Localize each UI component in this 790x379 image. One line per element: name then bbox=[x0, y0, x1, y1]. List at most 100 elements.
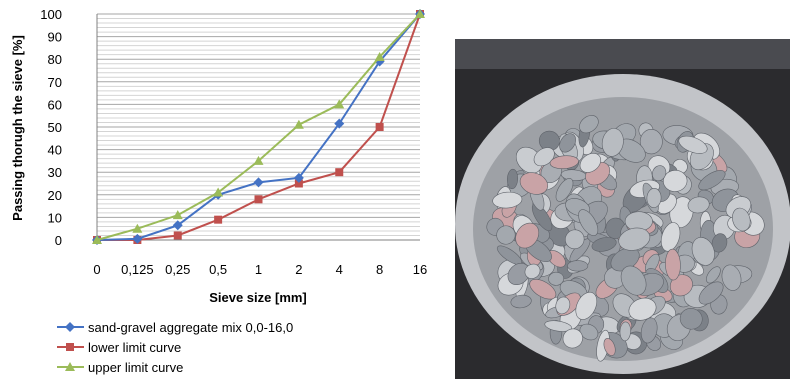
data-point bbox=[92, 235, 102, 244]
x-tick-label: 0,125 bbox=[121, 262, 154, 277]
legend-label: upper limit curve bbox=[88, 360, 183, 375]
y-tick-label: 70 bbox=[48, 75, 62, 90]
gravel-stones bbox=[486, 115, 765, 362]
data-point bbox=[132, 233, 143, 244]
gravel-stone bbox=[603, 338, 616, 356]
y-tick-label: 20 bbox=[48, 188, 62, 203]
gravel-stone bbox=[575, 291, 598, 320]
gravel-stone bbox=[529, 279, 557, 300]
data-point bbox=[253, 177, 264, 188]
y-axis-title: Passing thorugh the sieve [%] bbox=[10, 35, 25, 221]
x-tick-label: 0,25 bbox=[165, 262, 190, 277]
gravel-stone bbox=[721, 264, 742, 291]
gravel-stone bbox=[559, 133, 576, 153]
y-tick-label: 60 bbox=[48, 97, 62, 112]
gravel-stone bbox=[555, 178, 574, 202]
data-point bbox=[375, 123, 384, 131]
gravel-stone bbox=[519, 172, 549, 195]
data-point bbox=[65, 362, 75, 371]
legend: sand-gravel aggregate mix 0,0-16,0 lower … bbox=[57, 320, 293, 375]
photo-table-edge bbox=[455, 39, 790, 69]
data-point bbox=[173, 231, 182, 240]
gravel-stone bbox=[567, 260, 589, 272]
gravel-stone bbox=[687, 196, 710, 214]
gravel-stone bbox=[711, 233, 728, 253]
gravel-stone bbox=[678, 135, 708, 154]
x-tick-label: 8 bbox=[376, 262, 383, 277]
gravel-stone bbox=[510, 294, 532, 309]
gravel-stone bbox=[639, 129, 663, 155]
gravel-stone bbox=[691, 237, 715, 266]
y-tick-label: 90 bbox=[48, 30, 62, 45]
gravel-stone bbox=[620, 265, 647, 296]
x-tick-label: 2 bbox=[295, 262, 302, 277]
gravel-stone bbox=[548, 271, 564, 286]
x-tick-label: 1 bbox=[255, 262, 262, 277]
axes bbox=[96, 14, 420, 241]
gravel-stone bbox=[652, 165, 667, 182]
data-point bbox=[132, 223, 143, 233]
data-point bbox=[172, 210, 183, 220]
series-lines bbox=[92, 9, 425, 245]
legend-item: upper limit curve bbox=[57, 360, 183, 375]
gravel-stone bbox=[496, 225, 516, 245]
data-point bbox=[253, 155, 264, 165]
gravel-stone bbox=[660, 222, 681, 252]
y-tick-label: 0 bbox=[55, 233, 62, 248]
legend-item: sand-gravel aggregate mix 0,0-16,0 bbox=[57, 320, 293, 335]
legend-label: lower limit curve bbox=[88, 340, 181, 355]
gravel-stone bbox=[533, 147, 555, 167]
y-tick-label: 40 bbox=[48, 143, 62, 158]
data-point bbox=[334, 118, 345, 129]
y-tick-label: 80 bbox=[48, 52, 62, 67]
x-axis-title: Sieve size [mm] bbox=[209, 290, 307, 305]
gravel-stone bbox=[665, 248, 681, 281]
gravel-stone bbox=[628, 297, 657, 321]
data-point bbox=[374, 51, 385, 61]
data-point bbox=[415, 9, 425, 18]
gravel-stone bbox=[562, 328, 583, 349]
gravel-stone bbox=[578, 209, 599, 236]
gravel-stone bbox=[549, 155, 579, 169]
data-point bbox=[65, 322, 75, 332]
data-point bbox=[293, 172, 304, 183]
gravel-stone bbox=[515, 222, 540, 249]
data-point bbox=[172, 220, 183, 231]
data-point bbox=[66, 343, 74, 351]
legend-label: sand-gravel aggregate mix 0,0-16,0 bbox=[88, 320, 293, 335]
gravel-stone bbox=[555, 296, 571, 315]
gravel-stone bbox=[591, 237, 617, 252]
data-point bbox=[254, 195, 263, 204]
data-point bbox=[294, 179, 303, 188]
data-point bbox=[293, 119, 304, 129]
gravel-stone bbox=[579, 153, 602, 173]
gravel-stone bbox=[544, 320, 572, 332]
data-point bbox=[213, 187, 224, 197]
gravel-stone bbox=[706, 266, 721, 284]
gravel-stone bbox=[579, 115, 599, 134]
y-tick-label: 100 bbox=[40, 7, 62, 22]
series-triangle bbox=[92, 9, 425, 244]
y-tick-label: 10 bbox=[48, 210, 62, 225]
gravel-stone bbox=[640, 317, 658, 344]
y-tick-labels: 0 10 20 30 40 50 60 70 80 90 100 bbox=[40, 7, 62, 248]
data-point bbox=[335, 168, 344, 177]
gravel-stone bbox=[524, 263, 541, 279]
gravel-stone bbox=[679, 308, 703, 330]
gravel-stone bbox=[698, 170, 726, 191]
y-tick-label: 30 bbox=[48, 165, 62, 180]
gravel-stone bbox=[506, 168, 519, 190]
data-point bbox=[334, 99, 345, 109]
gravel-stone bbox=[601, 128, 624, 157]
gravel-stone bbox=[507, 262, 530, 286]
series-diamond bbox=[92, 9, 425, 245]
legend-item: lower limit curve bbox=[57, 340, 181, 355]
gravel-stone bbox=[663, 169, 688, 192]
y-tick-label: 50 bbox=[48, 120, 62, 135]
x-tick-label: 0 bbox=[93, 262, 100, 277]
x-tick-label: 4 bbox=[336, 262, 343, 277]
data-point bbox=[214, 215, 223, 224]
gravel-stone bbox=[646, 188, 662, 208]
